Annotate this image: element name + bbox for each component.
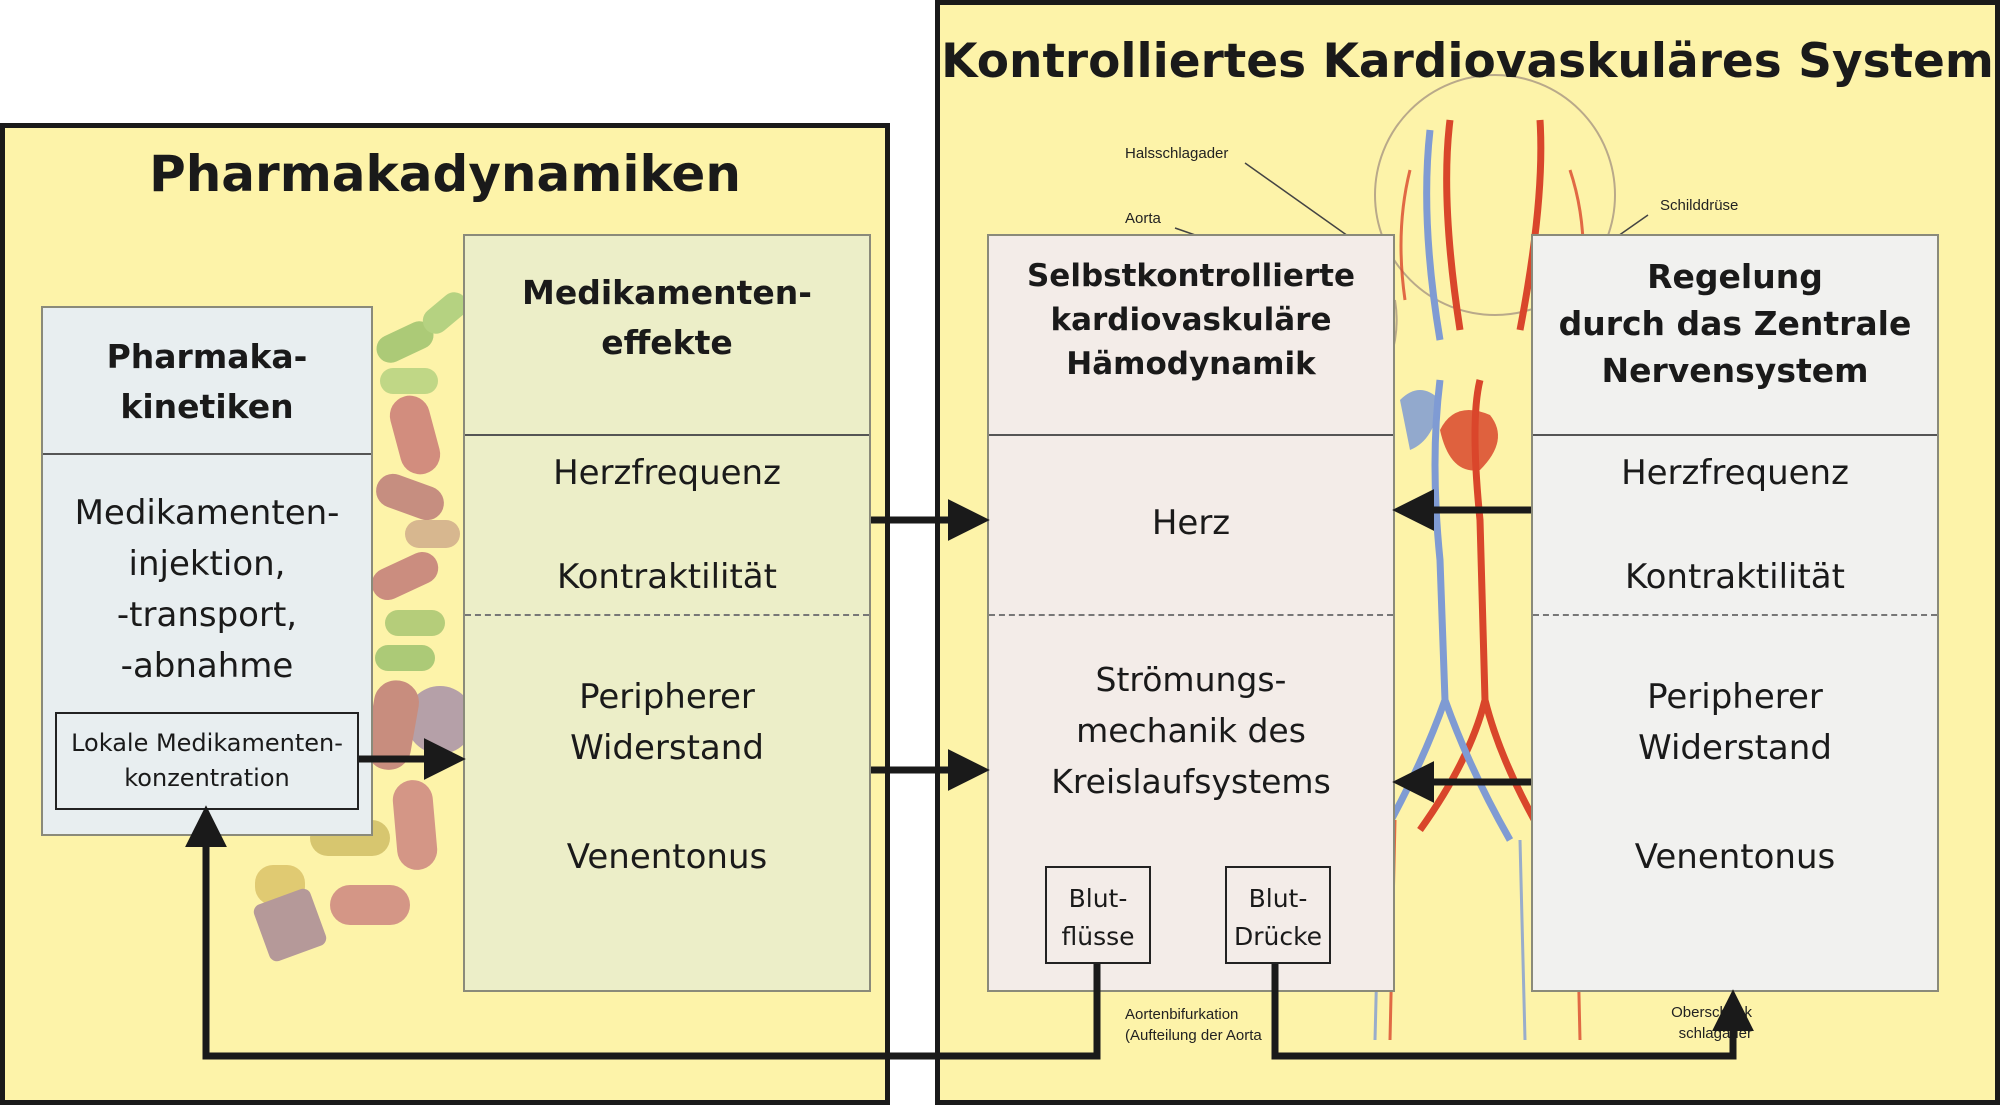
feedback-arrow-pressures-to-cns: [1271, 964, 1754, 1060]
pharmacokinetics-box: Pharmaka- kinetiken Medikamenten- injekt…: [41, 306, 373, 836]
venous-tone-text: Venentonus: [566, 837, 768, 877]
pharmacokinetics-header: Pharmaka- kinetiken: [106, 337, 308, 426]
dashed-divider: [465, 614, 869, 616]
heart-rate-text: Herzfrequenz: [1621, 453, 1849, 493]
hemodynamics-header: Selbstkontrollierte kardiovaskuläre Hämo…: [1026, 258, 1356, 383]
divider: [1533, 434, 1937, 436]
contractility-text: Kontraktilität: [1625, 557, 1845, 597]
pharmacodynamics-title: Pharmakadynamiken: [149, 145, 741, 203]
blood-pressures-label: Blut- Drücke: [1233, 884, 1323, 951]
drug-effects-box: Medikamenten- effekte Herzfrequenz Kontr…: [463, 234, 871, 992]
cardiovascular-system-title: Kontrolliertes Kardiovaskuläres System: [941, 34, 1994, 89]
drug-effects-header: Medikamenten- effekte: [522, 273, 812, 362]
feedback-arrow-flows-to-kinetics: [185, 805, 1101, 1060]
local-drug-concentration-box: Lokale Medikamenten- konzentration: [55, 712, 359, 810]
cns-regulation-box: Regelung durch das Zentrale Nervensystem…: [1531, 234, 1939, 992]
peripheral-resistance-text: Peripherer Widerstand: [570, 677, 764, 768]
dashed-divider: [989, 614, 1393, 616]
hemodynamics-box: Selbstkontrollierte kardiovaskuläre Hämo…: [987, 234, 1395, 992]
divider: [465, 434, 869, 436]
aortenbifurkation-label: Aortenbifurkation (Aufteilung der Aorta: [1125, 1006, 1262, 1044]
schilddruese-label: Schilddrüse: [1660, 197, 1739, 214]
heart-text: Herz: [1151, 503, 1231, 543]
dashed-divider: [1533, 614, 1937, 616]
cns-regulation-header: Regelung durch das Zentrale Nervensystem: [1558, 257, 1912, 390]
blood-pressures-box: Blut- Drücke: [1225, 866, 1331, 964]
venous-tone-text: Venentonus: [1634, 837, 1836, 877]
drug-injection-text: Medikamenten- injektion, -transport, -ab…: [74, 493, 340, 686]
halsschlagader-label: Halsschlagader: [1125, 145, 1229, 162]
divider: [43, 453, 371, 455]
blood-flows-label: Blut- flüsse: [1061, 884, 1135, 951]
blood-flows-box: Blut- flüsse: [1045, 866, 1151, 964]
contractility-text: Kontraktilität: [557, 557, 777, 597]
aorta-label: Aorta: [1125, 210, 1161, 227]
local-drug-concentration-label: Lokale Medikamenten- konzentration: [71, 729, 343, 792]
circulation-mechanics-text: Strömungs- mechanik des Kreislaufsystems: [1051, 660, 1331, 802]
heart-rate-text: Herzfrequenz: [553, 453, 781, 493]
divider: [989, 434, 1393, 436]
peripheral-resistance-text: Peripherer Widerstand: [1638, 677, 1832, 768]
